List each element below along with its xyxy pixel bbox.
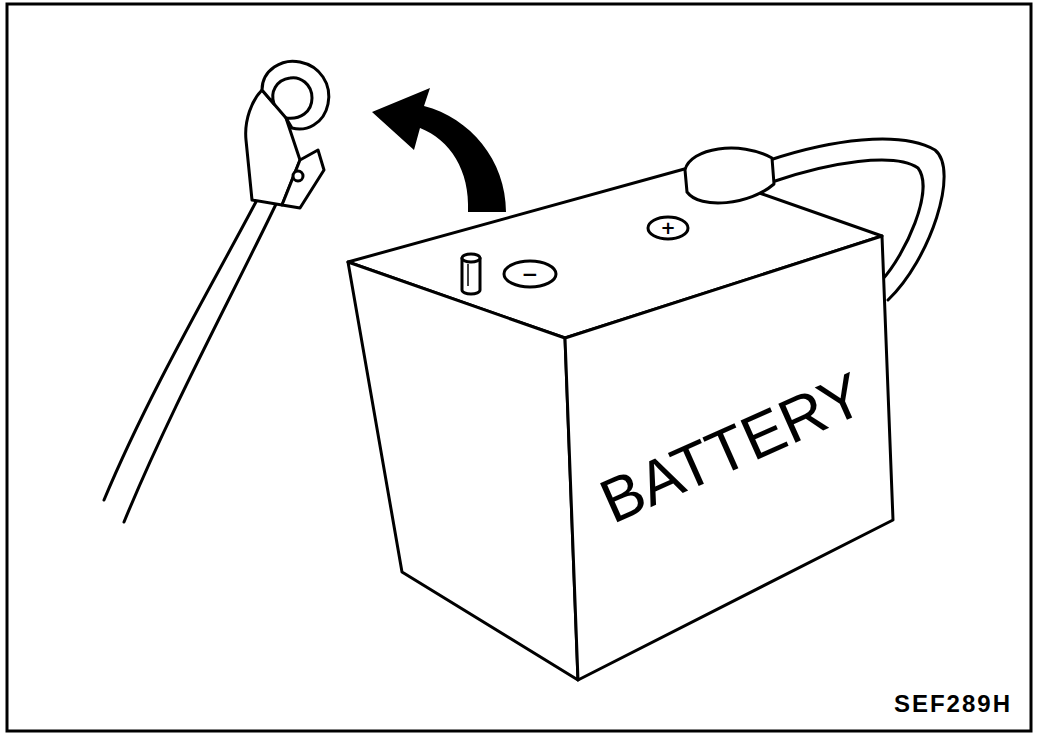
positive-mark-ring <box>648 217 688 239</box>
figure-frame <box>7 4 1031 731</box>
battery-box: BATTERY <box>340 140 920 690</box>
negative-post-top <box>462 254 480 262</box>
positive-clamp <box>685 148 774 203</box>
positive-mark: + <box>660 219 675 237</box>
negative-cable <box>104 198 278 522</box>
figure-code: SEF289H <box>894 692 1012 716</box>
battery-side <box>565 236 893 680</box>
removal-arrow <box>372 88 506 212</box>
cable-clamp <box>246 61 329 208</box>
negative-mark-ring <box>504 261 556 287</box>
negative-mark: − <box>522 264 539 284</box>
battery-front <box>348 262 578 680</box>
